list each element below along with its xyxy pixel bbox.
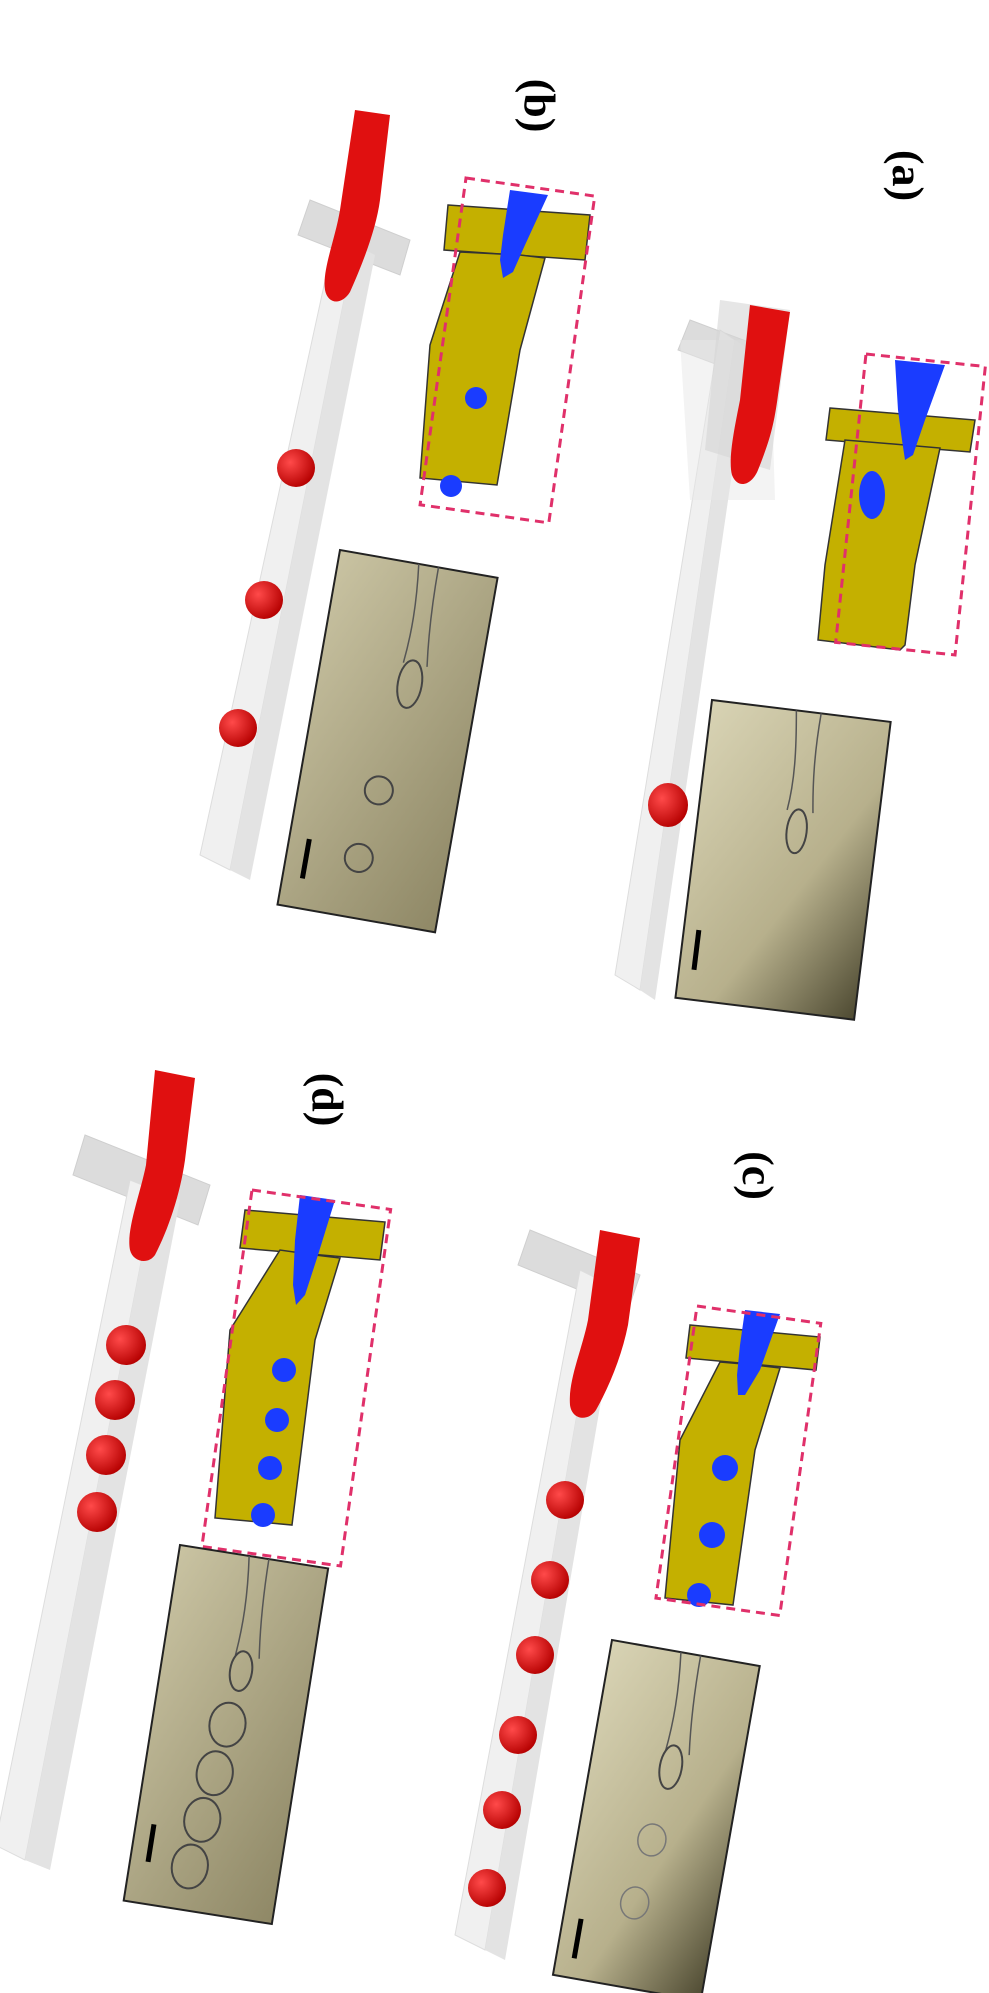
droplet <box>277 449 315 487</box>
droplet <box>77 1492 117 1532</box>
dispersed-thread-b <box>324 110 390 302</box>
droplet <box>468 1869 506 1907</box>
micrograph-a <box>674 698 892 1021</box>
panel-d <box>0 1070 393 1926</box>
droplet <box>516 1636 554 1674</box>
droplet <box>106 1325 146 1365</box>
schematic-a <box>817 352 987 657</box>
dispersed-neck-c <box>737 1310 780 1395</box>
panel-a <box>614 300 987 1021</box>
dispersed-neck-d <box>293 1195 335 1305</box>
micrograph-c <box>551 1638 761 1993</box>
micrograph-b <box>276 548 499 934</box>
schematic-b <box>418 176 597 525</box>
droplet <box>546 1481 584 1519</box>
dispersed-neck-a <box>895 360 945 460</box>
dispersed-thread-d <box>129 1070 195 1262</box>
dispersed-thread-c <box>569 1230 640 1418</box>
droplet <box>245 581 283 619</box>
schematic-c <box>654 1304 823 1618</box>
channel-3d-c <box>454 1229 641 1960</box>
micrograph-d <box>122 1543 330 1926</box>
dispersed-neck-b <box>500 190 548 278</box>
droplet <box>648 783 688 827</box>
droplet <box>483 1791 521 1829</box>
droplet <box>531 1561 569 1599</box>
schematic-d <box>200 1188 393 1568</box>
droplet <box>95 1380 135 1420</box>
panel-b <box>199 110 597 934</box>
droplet <box>86 1435 126 1475</box>
droplet <box>219 709 257 747</box>
dispersed-thread-a <box>730 305 790 485</box>
droplet <box>499 1716 537 1754</box>
panel-c <box>454 1229 823 1993</box>
dashed-box-c <box>654 1304 823 1618</box>
